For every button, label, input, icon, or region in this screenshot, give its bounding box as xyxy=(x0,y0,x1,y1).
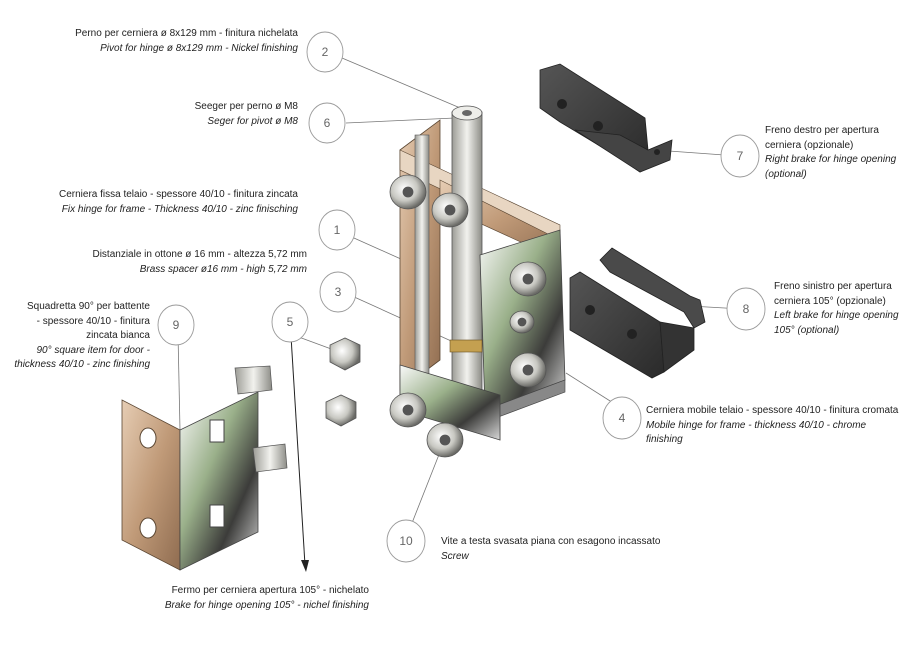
label-brake-105-it: Fermo per cerniera apertura 105° - niche… xyxy=(171,585,369,596)
label-screw-en: Screw xyxy=(441,550,469,562)
label-right-brake-it2: cerniera (opzionale) xyxy=(765,139,854,151)
callout-8-number: 8 xyxy=(743,302,750,316)
callout-4-number: 4 xyxy=(619,411,626,425)
label-fix-hinge-en: Fix hinge for frame - Thickness 40/10 - … xyxy=(61,203,298,215)
brass-spacer xyxy=(449,339,483,353)
callout-5-number: 5 xyxy=(287,315,294,329)
label-square-item-it2: - spessore 40/10 - finitura xyxy=(36,315,150,327)
label-square-item: Squadretta 90° per battente - spessore 4… xyxy=(14,300,150,373)
label-screw-it: Vite a testa svasata piana con esagono i… xyxy=(441,536,661,547)
label-seeger: Seeger per perno ø M8 Seger for pivot ø … xyxy=(195,100,298,129)
label-brake-105: Fermo per cerniera apertura 105° - niche… xyxy=(165,584,369,613)
label-pivot: Perno per cerniera ø 8x129 mm - finitura… xyxy=(75,27,298,56)
label-fix-hinge-it: Cerniera fissa telaio - spessore 40/10 -… xyxy=(58,189,298,200)
label-square-item-en2: thickness 40/10 - zinc finishing xyxy=(14,359,150,370)
callout-bubbles xyxy=(157,31,766,563)
right-brake-part xyxy=(539,63,673,173)
label-seeger-en: Seger for pivot ø M8 xyxy=(207,115,298,127)
brake-nuts xyxy=(325,337,361,427)
label-brass-spacer-it: Distanziale in ottone ø 16 mm - altezza … xyxy=(92,249,307,260)
label-brass-spacer-en: Brass spacer ø16 mm - high 5,72 mm xyxy=(139,263,307,275)
callout-1-number: 1 xyxy=(334,223,341,237)
pivot-pin xyxy=(414,105,483,413)
label-mobile-hinge-it: Cerniera mobile telaio - spessore 40/10 … xyxy=(646,405,899,416)
square-item-door xyxy=(121,365,288,571)
label-right-brake-en2: (optional) xyxy=(765,168,807,180)
label-mobile-hinge: Cerniera mobile telaio - spessore 40/10 … xyxy=(646,404,902,448)
label-square-item-en1: 90° square item for door - xyxy=(36,344,151,356)
label-pivot-en: Pivot for hinge ø 8x129 mm - Nickel fini… xyxy=(100,42,298,54)
label-fix-hinge: Cerniera fissa telaio - spessore 40/10 -… xyxy=(59,188,298,217)
label-pivot-it: Perno per cerniera ø 8x129 mm - finitura… xyxy=(75,28,298,39)
label-left-brake-it1: Freno sinistro per apertura xyxy=(774,281,892,292)
label-left-brake: Freno sinistro per apertura cerniera 105… xyxy=(774,280,899,338)
callout-6-number: 6 xyxy=(324,116,331,130)
label-screw: Vite a testa svasata piana con esagono i… xyxy=(441,535,660,564)
label-seeger-it: Seeger per perno ø M8 xyxy=(194,101,298,112)
label-left-brake-en1: Left brake for hinge opening xyxy=(774,310,899,321)
label-square-item-it3: zincata bianca xyxy=(86,330,150,341)
label-right-brake: Freno destro per apertura cerniera (opzi… xyxy=(765,124,896,182)
callout-2-number: 2 xyxy=(322,45,329,59)
label-mobile-hinge-en: Mobile hinge for frame - thickness 40/10… xyxy=(646,419,867,446)
callout-3-number: 3 xyxy=(335,285,342,299)
label-brass-spacer: Distanziale in ottone ø 16 mm - altezza … xyxy=(92,248,307,277)
frame-bolts xyxy=(389,174,547,458)
label-square-item-it1: Squadretta 90° per battente xyxy=(27,301,150,312)
callout-10-number: 10 xyxy=(399,534,413,548)
label-right-brake-en1: Right brake for hinge opening xyxy=(765,154,897,165)
callout-7-number: 7 xyxy=(737,149,744,163)
label-right-brake-it1: Freno destro per apertura xyxy=(765,125,879,136)
left-brake-part xyxy=(569,247,706,379)
label-left-brake-it2: cerniera 105° (opzionale) xyxy=(774,295,886,307)
label-brake-105-en: Brake for hinge opening 105° - nichel fi… xyxy=(164,599,369,611)
label-left-brake-en2: 105° (optional) xyxy=(774,324,840,336)
callout-9-number: 9 xyxy=(173,318,180,332)
bubble-numbers: 2 6 7 1 3 8 9 5 4 10 xyxy=(173,45,750,548)
arrow-brake-5 xyxy=(290,335,309,572)
